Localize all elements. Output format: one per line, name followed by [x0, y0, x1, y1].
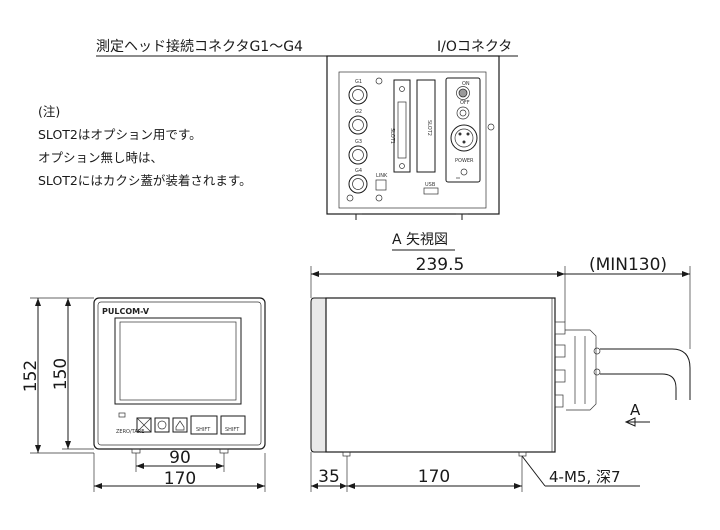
key-shift-up-button[interactable] — [190, 415, 218, 435]
svg-text:SHIFT: SHIFT — [196, 427, 211, 433]
front-foot-left — [131, 448, 141, 454]
power-group: ON OFF POWER — [445, 77, 481, 183]
view-arrow-icon — [624, 417, 636, 427]
svg-text:G4: G4 — [355, 168, 362, 174]
key-shift-button[interactable] — [220, 415, 246, 435]
svg-text:POWER: POWER — [455, 158, 474, 164]
dim-152: 152 — [21, 360, 41, 392]
link-port: LINK — [375, 173, 388, 191]
rear-panel-view: 測定ヘッド接続コネクタG1～G4 I/Oコネクタ G1 G2 G3 — [96, 38, 518, 251]
svg-text:SHIFT: SHIFT — [225, 427, 240, 433]
note-line1: SLOT2はオプション用です。 — [38, 127, 202, 142]
side-bezel — [310, 297, 327, 453]
side-foot-front — [342, 451, 351, 457]
display-screen — [114, 317, 242, 405]
svg-text:G2: G2 — [355, 109, 362, 115]
side-view: A — [310, 297, 691, 457]
side-dimensions: 239.5 (MIN130) 35 170 4-M5, 深7 — [310, 255, 691, 492]
power-led — [118, 412, 126, 418]
slot2: SLOT2 — [416, 79, 436, 173]
svg-text:SLOT2: SLOT2 — [426, 120, 432, 136]
slot1: SLOT1 — [389, 79, 411, 173]
svg-text:G3: G3 — [355, 139, 362, 145]
svg-text:LINK: LINK — [376, 173, 388, 179]
head-connector-g4: G4 — [348, 168, 368, 194]
arrow-a-label: A — [630, 401, 641, 419]
brand-label: PULCOM-V — [102, 307, 150, 316]
dim-239-5: 239.5 — [416, 255, 465, 275]
note-block: (注) SLOT2はオプション用です。 オプション無し時は、 SLOT2にはカク… — [38, 104, 252, 188]
dim-35: 35 — [318, 467, 340, 487]
note-line3: SLOT2にはカクシ蓋が装着されます。 — [38, 173, 252, 188]
screw-icon — [346, 194, 354, 202]
dim-90: 90 — [169, 448, 191, 468]
key-circle-button[interactable] — [154, 417, 170, 433]
usb-port: USB — [423, 182, 439, 195]
rear-connector-block — [565, 329, 597, 411]
front-view: PULCOM-V ZERO/TARE SHIFT SHIFT — [93, 297, 266, 454]
svg-text:ON: ON — [462, 81, 470, 87]
side-body — [325, 297, 556, 453]
svg-text:USB: USB — [425, 182, 436, 188]
screw-icon — [375, 77, 383, 85]
ground-icon — [460, 168, 468, 176]
svg-text:G1: G1 — [355, 79, 362, 85]
key-home-button[interactable] — [172, 417, 188, 433]
screw-icon — [487, 123, 495, 131]
rear-housing — [326, 55, 500, 215]
dim-150: 150 — [51, 358, 71, 390]
side-foot-rear — [518, 451, 527, 457]
head-connector-g2: G2 — [348, 109, 368, 135]
head-connector-g3: G3 — [348, 139, 368, 165]
dim-170-side: 170 — [418, 467, 450, 487]
head-connector-label: 測定ヘッド接続コネクタG1～G4 — [96, 38, 303, 55]
svg-text:OFF: OFF — [460, 100, 470, 106]
zero-label: ZERO/TARE — [116, 429, 144, 435]
front-foot-right — [219, 448, 229, 454]
cable — [600, 348, 691, 400]
front-dimensions: 152 150 90 170 — [21, 297, 266, 492]
power-connector — [450, 124, 478, 152]
svg-text:SLOT1: SLOT1 — [389, 128, 395, 144]
screw-holes-note: 4-M5, 深7 — [549, 468, 621, 486]
io-connector-label: I/Oコネクタ — [437, 39, 512, 55]
note-line2: オプション無し時は、 — [38, 150, 163, 165]
dim-min130: (MIN130) — [589, 255, 667, 275]
screw-icon — [375, 194, 383, 202]
head-connector-g1: G1 — [348, 79, 368, 105]
dim-170-front: 170 — [164, 469, 196, 489]
key-grid-button[interactable] — [136, 417, 152, 433]
front-housing — [93, 297, 266, 450]
view-a-caption: A 矢視図 — [392, 232, 448, 248]
note-title: (注) — [38, 104, 60, 119]
rear-plate — [338, 71, 487, 209]
switch-icon — [458, 88, 468, 98]
